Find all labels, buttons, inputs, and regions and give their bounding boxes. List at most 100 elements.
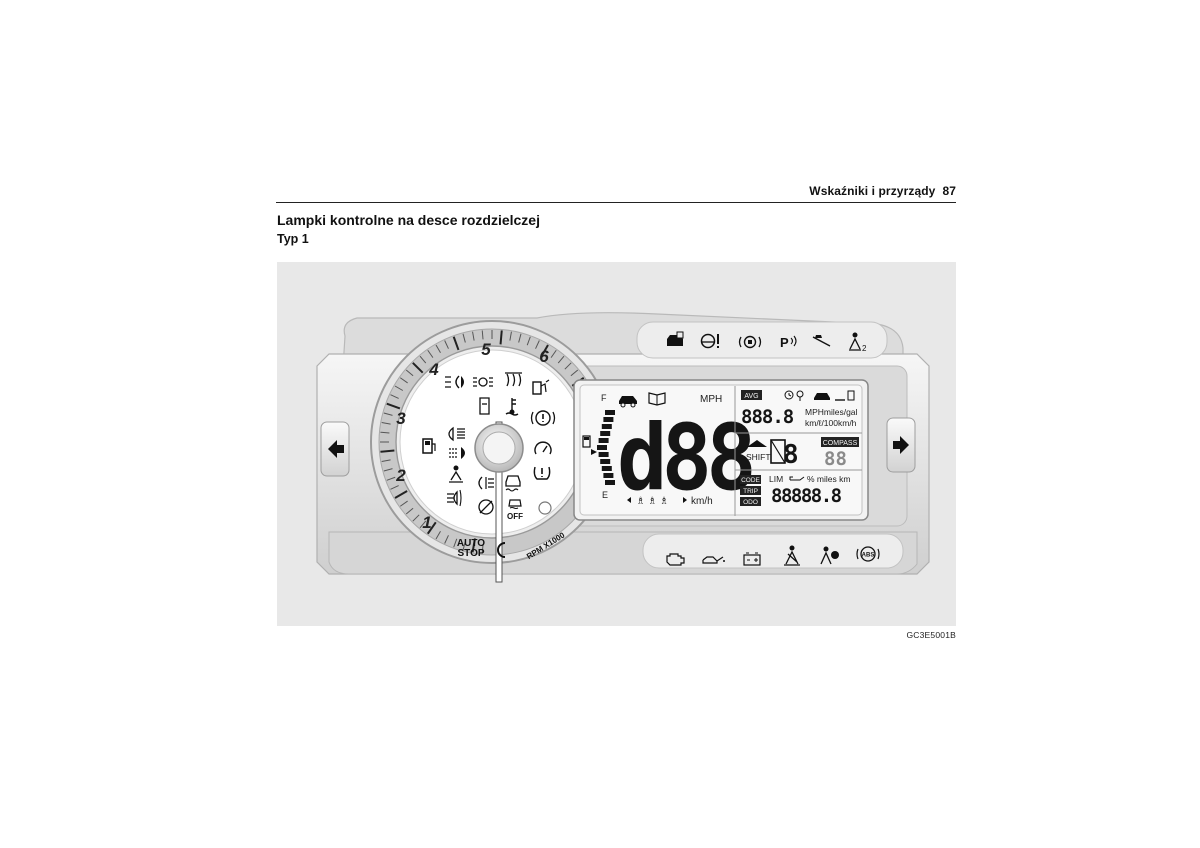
tach-tick (444, 340, 449, 349)
rear-fog-light-icon (447, 489, 462, 507)
fuel-segment (603, 473, 614, 478)
tach-tick (472, 331, 475, 341)
tach-tick (394, 385, 404, 391)
battery-icon (743, 552, 761, 566)
gear-digits: 8 (783, 440, 799, 470)
door-open-icon (479, 397, 490, 415)
auto-stop-icon (497, 542, 506, 558)
brake-pad-icon (738, 335, 762, 349)
fuel-segment (600, 459, 611, 464)
engine-check-icon (666, 553, 685, 566)
tach-tick (380, 431, 390, 434)
tachometer: 1 2 3 4 5 6 (370, 320, 614, 583)
tach-tick (535, 340, 540, 349)
bottom-indicator-row: ABS (666, 545, 880, 566)
tach-number-2: 2 (395, 466, 406, 485)
coolant-temperature-icon (505, 398, 519, 416)
fuel-segment (605, 480, 615, 485)
fuel-segment (603, 417, 614, 422)
svg-text:♗ ♗ ♗: ♗ ♗ ♗ (636, 496, 668, 507)
esc-off-icon: OFF (507, 499, 523, 521)
oil-level-icon (789, 476, 805, 481)
tach-tick (453, 538, 458, 548)
running-head-text: Wskaźniki i przyrządy 87 (802, 184, 956, 198)
tach-tick (386, 402, 401, 410)
page-number: 87 (942, 184, 956, 198)
rear-fog-lamp-icon (478, 476, 494, 490)
seatbelt-icon (784, 545, 800, 566)
service-book-icon (648, 392, 666, 406)
fuel-full-label: F (601, 393, 607, 403)
fuel-segment (600, 431, 611, 436)
shift-label: SHIFT (746, 452, 771, 462)
immobilizer-icon (667, 331, 684, 346)
tach-tick (412, 362, 424, 374)
tach-tick (383, 412, 393, 416)
code-badge: CODE (741, 477, 760, 484)
exterior-lamp-icon (473, 377, 493, 387)
speed-digits: d88 (617, 405, 752, 511)
auto-stop-label-1: AUTO (457, 538, 485, 549)
blank-lamp (538, 501, 552, 515)
fuel-pump-icon (582, 435, 591, 448)
high-beam-icon (449, 447, 465, 459)
key-icon (796, 390, 804, 401)
driver-seat-icon (449, 465, 463, 483)
tach-tick (386, 476, 396, 481)
oil-pressure-icon (702, 556, 725, 564)
abs-label: ABS (862, 553, 875, 559)
odo-badge: ODO (743, 499, 758, 506)
headlight-icon (448, 426, 465, 442)
fuel-segment (597, 445, 607, 450)
car-small-icon (814, 393, 830, 400)
abs-icon: ABS (856, 546, 880, 562)
tach-tick (570, 369, 579, 377)
power-steering-icon (700, 333, 719, 349)
tach-tick (462, 541, 466, 551)
tach-tick (550, 349, 557, 358)
odo-digits: 88888.8 (771, 485, 842, 507)
clock-icon (784, 390, 794, 400)
figure-caption: GC3E5001B (906, 630, 956, 640)
preheat-icon (505, 372, 522, 387)
tach-tick (419, 520, 427, 529)
avg-units-line2: km/ℓ/100km/h (805, 418, 857, 428)
airbag-icon (820, 546, 839, 565)
tach-ticks (380, 330, 604, 554)
fuel-gauge: F E (582, 393, 615, 500)
display-mode-row: ♗ ♗ ♗ (627, 496, 687, 507)
tach-tick (405, 507, 414, 515)
auto-stop-off-icon (478, 499, 494, 515)
avg-digits: 888.8 (741, 406, 794, 428)
tach-number-4: 4 (428, 360, 439, 379)
tach-tick (526, 336, 531, 346)
brake-system-icon (530, 410, 556, 426)
tach-tick (564, 362, 572, 370)
tire-pressure-icon (533, 466, 551, 480)
tach-tick (380, 449, 395, 453)
arrow-right-icon (893, 436, 909, 454)
section-title: Wskaźniki i przyrządy (809, 184, 936, 198)
tach-tick (481, 544, 484, 554)
esc-off-label: OFF (507, 512, 523, 521)
tach-number-3: 3 (396, 409, 406, 428)
tach-tick (427, 349, 434, 358)
fuel-segment (601, 466, 612, 471)
tach-number-6: 6 (539, 347, 549, 366)
avg-badge: AVG (744, 393, 758, 400)
tach-tick (481, 330, 484, 340)
tach-tick (399, 500, 408, 507)
traction-control-icon (505, 475, 521, 492)
tach-tick (518, 333, 522, 343)
fuel-segment (598, 438, 609, 443)
tach-tick (412, 514, 420, 522)
tach-tick (557, 355, 565, 364)
seatbelt-rear-icon: 2 (849, 332, 867, 353)
left-arrow-button[interactable] (320, 421, 350, 477)
tach-tick (426, 521, 437, 535)
fuel-small-icon (847, 390, 855, 401)
speed-unit-mph: MPH (700, 394, 722, 405)
right-arrow-button[interactable] (886, 417, 916, 473)
park-assist-label: P (780, 335, 789, 350)
lcd-display: F E MPH d88 ♗ ♗ ♗ km/h (573, 379, 869, 521)
